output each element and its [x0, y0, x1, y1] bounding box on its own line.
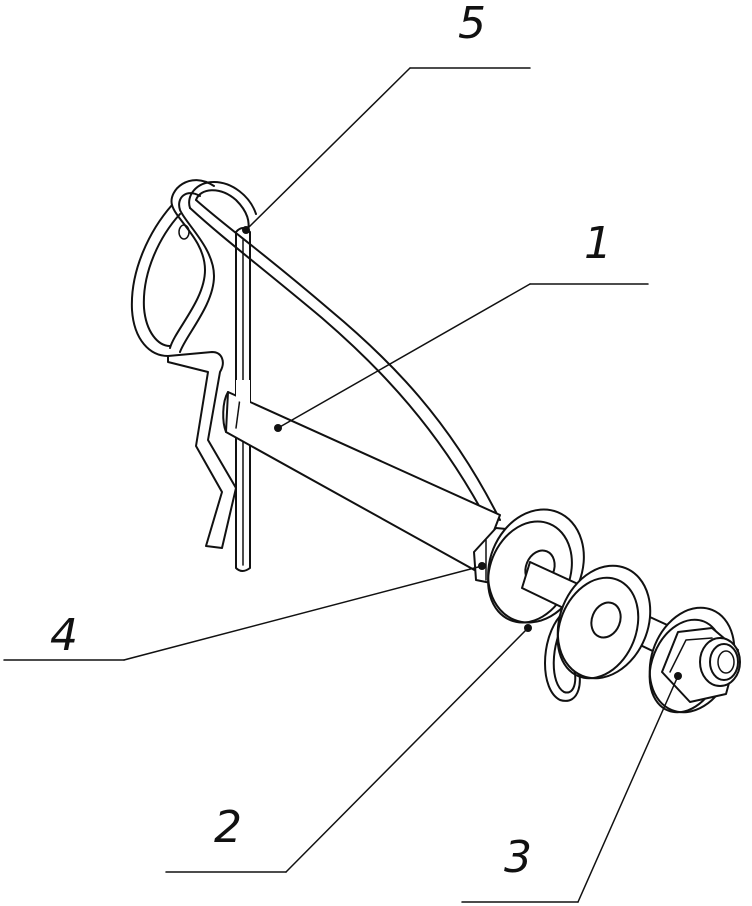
arm-beam: [222, 391, 501, 573]
callout-1: 1: [584, 218, 612, 269]
callout-2: 2: [214, 802, 242, 853]
callout-4: 4: [50, 610, 78, 661]
wire-clip: [130, 179, 501, 549]
end-nut: [661, 627, 741, 703]
key-ring: [544, 615, 581, 702]
washer-large-2: [556, 564, 652, 680]
callout-5: 5: [458, 0, 486, 49]
leader-lines: [3, 67, 682, 903]
vertical-rod-front: [236, 380, 250, 406]
callout-3: 3: [504, 832, 532, 883]
